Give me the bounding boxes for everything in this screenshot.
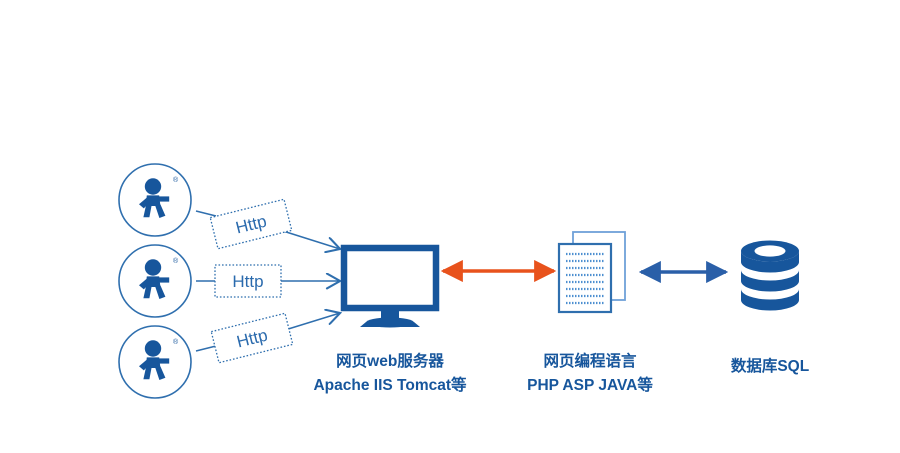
programming-language-label-line2: PHP ASP JAVA等: [527, 375, 653, 394]
database-node[interactable]: 数据库SQL: [731, 240, 809, 376]
programming-language-node[interactable]: 网页编程语言 PHP ASP JAVA等: [527, 231, 653, 394]
documents-icon: [557, 231, 626, 314]
client-3[interactable]: ®: [118, 325, 192, 399]
http-label-box: [209, 198, 293, 250]
web-server-node[interactable]: 网页web服务器 Apache IIS Tomcat等: [313, 244, 467, 394]
http-label-bottom: Http: [210, 312, 294, 364]
database-label: 数据库SQL: [731, 356, 809, 375]
registered-mark-icon: ®: [173, 257, 179, 265]
client-1-to-server-connector: [195, 210, 340, 249]
http-label-text: Http: [232, 272, 263, 291]
database-band-middle: [741, 270, 799, 292]
web-server-label-line1: 网页web服务器: [336, 351, 444, 370]
document-front-sheet: [557, 242, 613, 314]
programming-language-label-line1: 网页编程语言: [543, 351, 637, 370]
client-1[interactable]: ®: [118, 163, 192, 237]
database-band-bottom: [741, 289, 799, 311]
monitor-base-foot: [366, 317, 414, 328]
client-2[interactable]: ®: [118, 244, 192, 318]
registered-mark-icon: ®: [173, 176, 179, 184]
http-label-middle: Http: [214, 264, 282, 298]
monitor-screen: [340, 244, 440, 312]
database-band-top: [741, 251, 799, 273]
http-label-top: Http: [209, 198, 293, 250]
document-text-lines: [566, 252, 604, 305]
http-label-box: [214, 264, 282, 298]
database-top-hole: [754, 245, 786, 257]
web-server-label-line2: Apache IIS Tomcat等: [313, 375, 467, 394]
monitor-icon: [340, 244, 440, 328]
registered-mark-icon: ®: [173, 338, 179, 346]
client-3-to-server-connector: [195, 313, 340, 352]
database-cylinder-icon: [741, 240, 799, 311]
http-label-box: [210, 312, 294, 364]
